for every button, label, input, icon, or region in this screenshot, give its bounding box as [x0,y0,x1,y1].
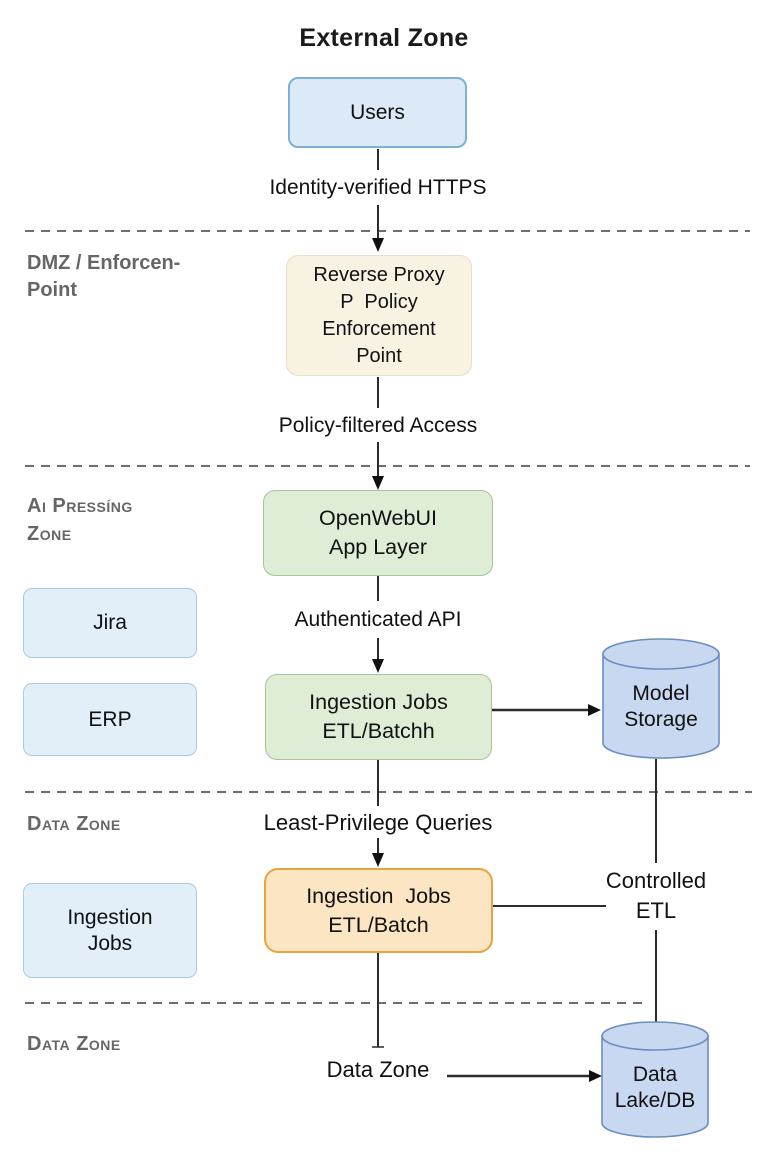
node-ingestion-orange-line1: Ingestion Jobs [306,883,451,908]
node-model-storage: Model Storage [602,637,720,760]
edge-label-controlled-etl: Controlled ETL [576,866,736,926]
zone-label-data-2: Data Zone [27,1033,121,1055]
zone-label-ai-line2: Zone [27,523,72,545]
edge-label-data-zone: Data Zone [326,1057,430,1082]
zone-label-ai-line1: Ai Pressíng [27,495,133,517]
node-erp-label: ERP [88,707,132,731]
node-jira: Jira [23,588,197,658]
node-model-storage-label: Model Storage [602,637,720,760]
node-ingestion-left: Ingestion Jobs [23,883,197,978]
node-openwebui-line1: OpenWebUI [319,506,437,530]
cylinder-shape-model [602,638,720,759]
node-model-storage-line2: Storage [624,707,698,731]
zone-label-ai-zone: Ai Pressíng Zone [27,492,133,548]
node-data-lake-label: Data Lake/DB [601,1021,709,1139]
node-ingestion-green-line2: ETL/Batchh [322,719,435,743]
node-reverse-proxy-line1: Reverse Proxy [313,263,445,286]
node-reverse-proxy-line3: Enforcement [322,317,436,340]
node-reverse-proxy-line4: Point [356,344,402,367]
edge-label-policy-filtered: Policy-filtered Access [278,414,478,437]
node-ingestion-green: Ingestion Jobs ETL/Batchh [265,674,492,760]
zone-label-data-1: Data Zone [27,813,121,835]
node-ingestion-orange: Ingestion Jobs ETL/Batch [264,868,493,953]
node-data-lake-line1: Data [632,1063,678,1086]
arrowhead-data-lake [589,1070,602,1082]
node-users-label: Users [350,101,405,124]
node-erp: ERP [23,683,197,756]
node-openwebui-line2: App Layer [328,535,427,559]
arrowhead-ingestion-green [372,659,384,673]
zone-label-dmz-line2: Point [27,279,77,301]
node-openwebui: OpenWebUI App Layer [263,490,493,576]
node-reverse-proxy: Reverse Proxy P Policy Enforcement Point [286,255,472,376]
arrowhead-app [372,476,384,490]
node-ingestion-green-line1: Ingestion Jobs [309,690,448,714]
node-reverse-proxy-line2: P Policy [340,290,418,313]
edge-label-identity-https: Identity-verified HTTPS [269,176,487,199]
edge-label-least-privilege: Least-Privilege Queries [263,810,493,835]
node-jira-label: Jira [93,611,127,634]
edge-label-controlled-etl-line2: ETL [635,898,677,923]
node-users: Users [288,77,467,148]
node-model-storage-line1: Model [632,681,690,705]
cylinder-shape-lake [601,1021,709,1138]
node-ingestion-orange-line2: ETL/Batch [328,912,429,937]
node-data-lake: Data Lake/DB [601,1021,709,1139]
edge-label-authenticated-api: Authenticated API [294,608,462,631]
node-ingestion-left-line2: Jobs [87,931,133,955]
arrowhead-ingestion-orange [372,853,384,867]
arrowhead-proxy [372,238,384,252]
edge-label-controlled-etl-line1: Controlled [605,868,707,893]
node-ingestion-left-line1: Ingestion [67,905,153,929]
arrowhead-model-storage [588,704,601,716]
zone-label-dmz-line1: DMZ / Enforcen- [27,252,181,274]
zone-label-dmz: DMZ / Enforcen- Point [27,250,180,304]
node-data-lake-line2: Lake/DB [614,1089,696,1112]
diagram-title: External Zone [299,24,469,52]
